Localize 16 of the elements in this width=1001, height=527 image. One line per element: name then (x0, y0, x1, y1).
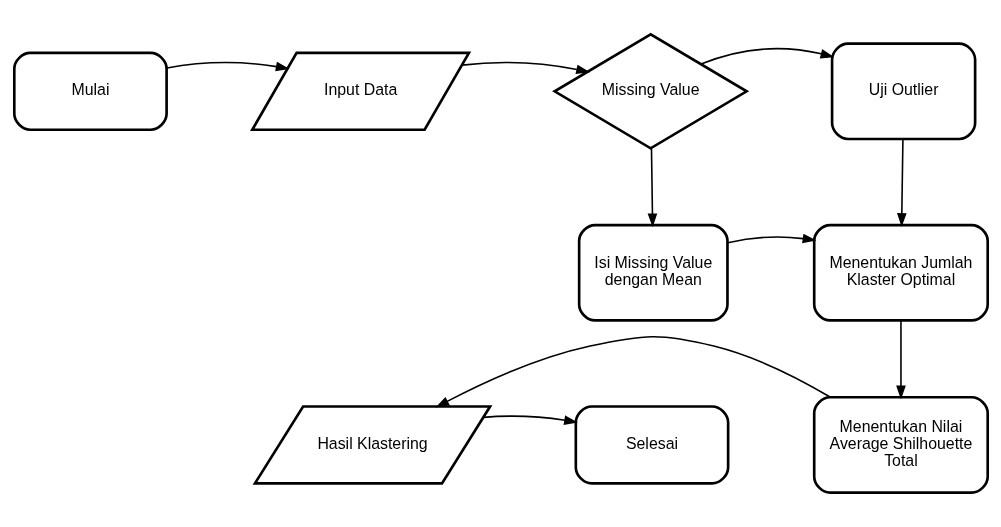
arrow (165, 61, 290, 72)
node-box: Isi Missing Value dengan Mean (577, 223, 729, 322)
arrow (482, 415, 578, 425)
arrow (647, 147, 657, 228)
arrow (699, 47, 834, 65)
node-diamond: Missing Value (551, 32, 749, 150)
node-box: Selesai (574, 405, 729, 485)
arrow (895, 320, 906, 400)
node-box: Mulai (12, 51, 168, 132)
node-box: Uji Outlier (830, 42, 976, 141)
node-box: Menentukan Jumlah Klaster Optimal (812, 223, 989, 322)
arrow (435, 335, 831, 408)
node-box: Menentukan Nilai Average Shilhouette Total (812, 395, 989, 494)
arrow (460, 61, 590, 75)
arrow (726, 233, 816, 244)
arrow (896, 138, 907, 227)
